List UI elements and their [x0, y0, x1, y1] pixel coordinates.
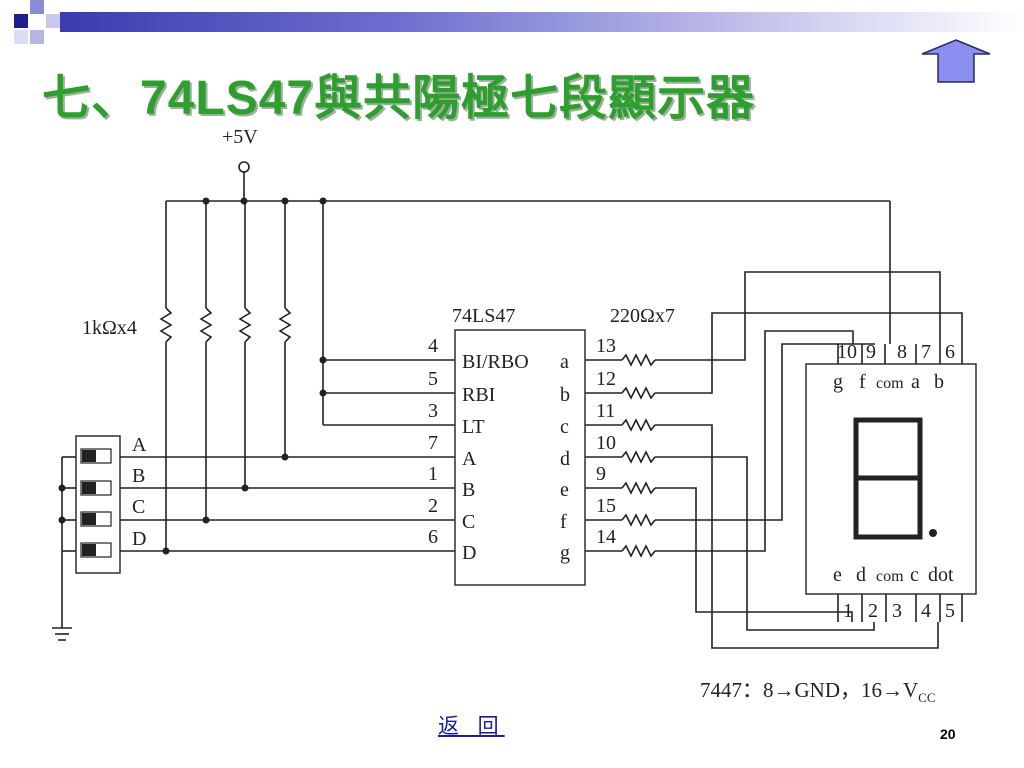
supply-terminal: [238, 161, 250, 173]
supply-note: 7447：8→GND，16→VCC: [700, 678, 936, 705]
ground-wiring: [52, 456, 76, 641]
output-resistors: [585, 353, 656, 558]
ic-input-pin-name: LT: [462, 416, 485, 438]
ic-input-pin-name: BI/RBO: [462, 351, 529, 373]
display-top-name: com: [876, 375, 904, 392]
ic-output-pin-number: 9: [596, 463, 606, 485]
display-top-pin: 7: [921, 341, 931, 363]
ic-input-pin-name: A: [462, 448, 477, 470]
ic-input-pin-name: D: [462, 542, 476, 564]
switch-label-b: B: [132, 465, 145, 487]
switch-label-a: A: [132, 434, 147, 456]
input-wires: [120, 359, 455, 552]
ic-input-pin-name: RBI: [462, 384, 495, 406]
ic-input-pin-number: 2: [428, 495, 438, 517]
ic-input-pin-number: 4: [428, 335, 438, 357]
display-bottom-pin: 1: [843, 600, 853, 622]
page-number: 20: [940, 726, 956, 742]
display-top-name: a: [911, 371, 920, 393]
ic-output-pin-number: 10: [596, 432, 616, 454]
pullup-label: 1kΩx4: [82, 317, 137, 339]
ic-input-pin-number: 1: [428, 463, 438, 485]
ic-output-pin-name: a: [560, 351, 569, 373]
display-top-name: f: [859, 371, 866, 393]
dip-switch: [75, 435, 121, 574]
ic-output-pin-name: b: [560, 384, 570, 406]
display-bottom-pin: 5: [945, 600, 955, 622]
display-top-pin: 6: [945, 341, 955, 363]
seven-segment-display: [805, 363, 977, 595]
ic-output-pin-name: g: [560, 542, 570, 564]
resistor-label: 220Ωx7: [610, 305, 675, 327]
digit-eight: [853, 417, 923, 540]
junction-dots: [58, 197, 327, 555]
ic-output-pin-name: f: [560, 511, 567, 533]
ic-input-pin-number: 7: [428, 432, 438, 454]
ic-output-pin-name: d: [560, 448, 570, 470]
ic-input-pin-number: 5: [428, 368, 438, 390]
ic-output-pin-name: e: [560, 479, 569, 501]
display-bottom-name: d: [856, 564, 866, 586]
pullup-resistors: [159, 201, 292, 551]
display-bottom-name: dot: [928, 564, 954, 586]
ic-input-pin-name: C: [462, 511, 475, 533]
ic-output-pin-name: c: [560, 416, 569, 438]
display-bottom-pin: 3: [892, 600, 902, 622]
corner-squares-decoration: [14, 0, 60, 44]
ic-name: 74LS47: [452, 305, 515, 327]
ic-output-pin-number: 12: [596, 368, 616, 390]
display-top-pin: 10: [837, 341, 857, 363]
ic-output-pin-number: 11: [596, 400, 615, 422]
display-top-name: g: [833, 371, 843, 393]
display-bottom-name: e: [833, 564, 842, 586]
ic-input-pin-name: B: [462, 479, 475, 501]
display-wires: [655, 271, 963, 649]
display-bottom-name: com: [876, 568, 904, 585]
ic-input-pin-number: 6: [428, 526, 438, 548]
display-bottom-pin: 2: [868, 600, 878, 622]
back-link[interactable]: 返 回: [438, 714, 505, 738]
display-pin-leads: [837, 344, 963, 622]
display-bottom-name: c: [910, 564, 919, 586]
ic-output-pin-number: 13: [596, 335, 616, 357]
ic-output-pin-number: 14: [596, 526, 616, 548]
supply-label: +5V: [222, 126, 258, 148]
display-top-name: b: [934, 371, 944, 393]
switch-label-d: D: [132, 528, 146, 550]
display-top-pin: 8: [897, 341, 907, 363]
slide-title: 七、74LS47與共陽極七段顯示器: [42, 72, 756, 125]
up-arrow-icon[interactable]: [920, 38, 992, 84]
display-bottom-pin: 4: [921, 600, 931, 622]
display-top-pin: 9: [866, 341, 876, 363]
switch-label-c: C: [132, 496, 145, 518]
decimal-point: [929, 529, 937, 537]
ic-input-pin-number: 3: [428, 400, 438, 422]
header-gradient-bar: [60, 12, 1024, 32]
ic-output-pin-number: 15: [596, 495, 616, 517]
